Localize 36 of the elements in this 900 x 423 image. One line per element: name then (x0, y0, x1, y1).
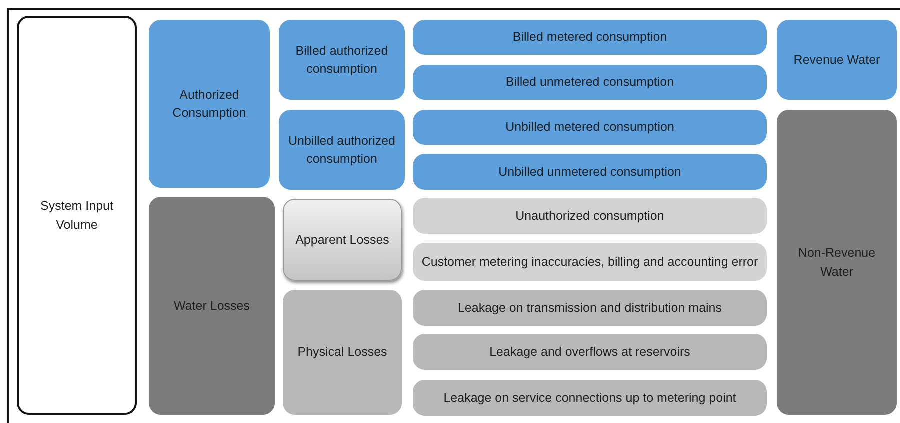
node-label: Unauthorized consumption (516, 208, 664, 225)
node-label: Leakage and overflows at reservoirs (490, 344, 690, 361)
node-label: Billed authorized consumption (294, 42, 390, 78)
category-box (279, 20, 405, 100)
node-label: Billed unmetered consumption (506, 74, 674, 92)
category-box (149, 197, 275, 415)
category-box (413, 380, 767, 416)
node-label: Apparent Losses (296, 232, 390, 249)
category-box (413, 110, 767, 145)
node-label: Non-Revenue Water (797, 245, 877, 280)
category-box (413, 243, 767, 281)
category-box (149, 20, 270, 188)
category-box (413, 334, 767, 370)
category-box (279, 110, 405, 190)
category-box (413, 290, 767, 326)
category-box (283, 290, 402, 415)
category-box (413, 20, 767, 55)
node-label: Billed metered consumption (512, 29, 668, 46)
node-label: Unbilled unmetered consumption (498, 164, 682, 181)
input-box (17, 16, 137, 415)
category-box (413, 198, 767, 234)
category-box (413, 65, 767, 100)
category-box (777, 20, 897, 100)
node-label: Unbilled authorized consumption (287, 132, 396, 168)
node-label: Revenue Water (794, 52, 880, 69)
node-label: Unbilled metered consumption (506, 119, 674, 136)
node-label: Leakage on service connections up to metering point (444, 390, 736, 407)
node-label: Water Losses (174, 298, 250, 315)
category-box (413, 154, 767, 190)
category-box (777, 110, 897, 415)
node-label: Customer metering inaccuracies, billing and accounting error (422, 254, 758, 271)
node-label: Authorized Consumption (172, 86, 248, 122)
node-label: System Input Volume (40, 198, 114, 234)
category-box (283, 199, 402, 281)
node-label: Physical Losses (298, 344, 388, 362)
node-label: Leakage on transmission and distribution mains (458, 300, 722, 317)
